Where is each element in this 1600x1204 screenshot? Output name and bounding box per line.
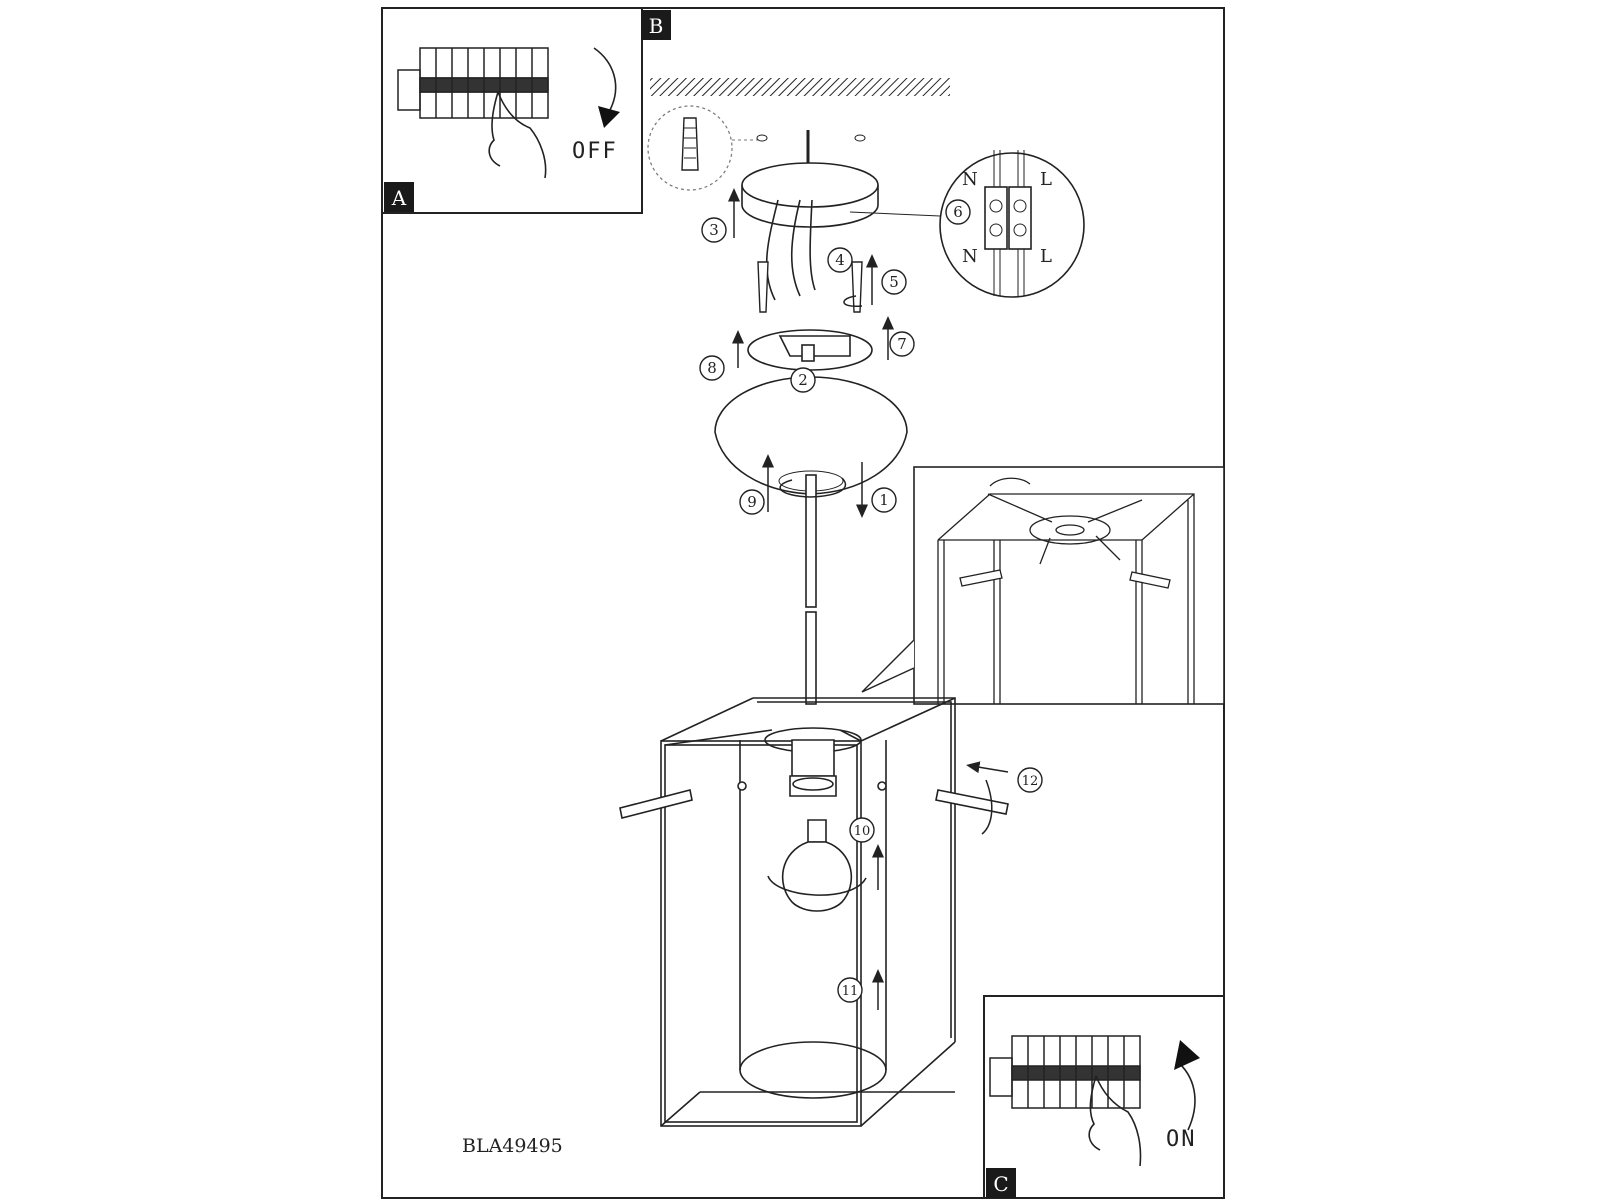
direction-arrows [728, 188, 1009, 1010]
panel-c-on-label: ON [1166, 1127, 1197, 1152]
step-number-12: 12 [1022, 774, 1039, 789]
model-code: BLA49495 [462, 1135, 563, 1157]
side-pins [619, 781, 1009, 819]
panel-c-switch-on: C ON [983, 995, 1225, 1199]
step-circle-2 [790, 367, 816, 393]
panel-a-off-label: OFF [572, 139, 618, 164]
wall-anchors [757, 261, 863, 313]
terminal-label-n-bottom: N [962, 246, 978, 267]
step-circle-12 [1017, 767, 1043, 793]
step-circle-11 [837, 977, 863, 1003]
hand-icon-c [1088, 1075, 1142, 1167]
step-number-8: 8 [707, 359, 717, 377]
step-number-2: 2 [798, 371, 808, 389]
mounting-plate [747, 329, 873, 371]
step-circle-6 [945, 199, 971, 225]
step-number-1: 1 [879, 491, 889, 509]
panel-a-badge-label: A [391, 186, 407, 210]
wall-plug-detail [647, 105, 760, 191]
step-circle-10 [849, 817, 875, 843]
lamp-holder [789, 739, 837, 797]
step-number-5: 5 [889, 273, 899, 291]
panel-a-badge [384, 182, 414, 212]
step-circle-7 [889, 331, 915, 357]
step-circle-3 [701, 217, 727, 243]
terminal-block-detail: N L N L [849, 150, 1085, 298]
panel-b-badge [641, 10, 671, 40]
suspension-rod [805, 474, 817, 705]
step-circle-8 [699, 355, 725, 381]
step-circle-9 [739, 489, 765, 515]
step-circle-1 [871, 487, 897, 513]
panel-c-badge [986, 1168, 1016, 1198]
step-circle-5 [881, 269, 907, 295]
panel-b-badge-label: B [649, 14, 664, 38]
terminal-label-n-top: N [962, 169, 978, 190]
step-number-7: 7 [897, 335, 907, 353]
step-number-4: 4 [835, 251, 845, 269]
lamp-frame [660, 697, 956, 1127]
panel-a-switch-off: A OFF [381, 7, 643, 214]
step-circle-4 [827, 247, 853, 273]
terminal-label-l-top: L [1040, 169, 1052, 190]
breaker-strip-icon [397, 47, 549, 119]
step-number-3: 3 [709, 221, 719, 239]
terminal-label-l-bottom: L [1040, 246, 1052, 267]
ceiling-hatch [650, 78, 950, 96]
ceiling-base [741, 162, 879, 301]
light-bulb [767, 819, 867, 912]
frame-top-detail [861, 466, 1225, 705]
on-arrow-icon [1179, 1063, 1196, 1131]
step-number-10: 10 [854, 824, 871, 839]
breaker-strip-on-icon [989, 1035, 1141, 1109]
hand-icon [488, 91, 547, 179]
step-number-9: 9 [747, 493, 757, 511]
step-number-6: 6 [953, 203, 963, 221]
step-number-11: 11 [842, 984, 859, 999]
panel-c-badge-label: C [993, 1172, 1008, 1196]
off-arrow-icon [593, 47, 617, 111]
